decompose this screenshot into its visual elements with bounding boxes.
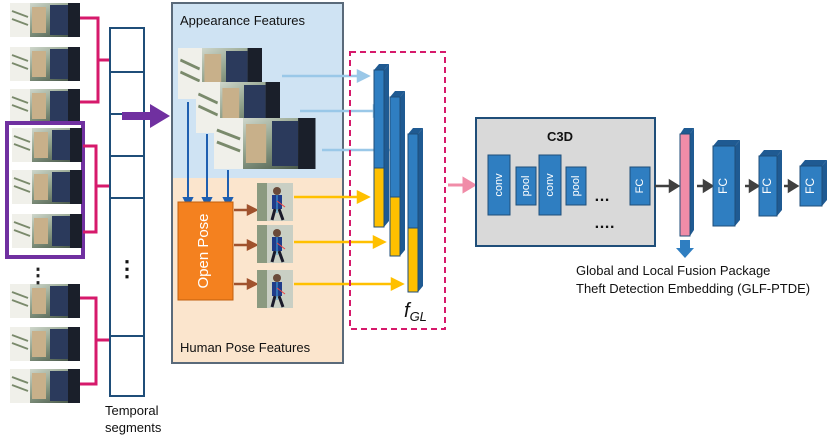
fusion-feature-vectors <box>373 64 423 293</box>
video-frame-1 <box>9 2 81 38</box>
fc-layers: FC FC FC <box>712 140 827 227</box>
c3d-title: C3D <box>547 129 573 144</box>
fc-layer-2: FC <box>760 178 774 194</box>
embedding-down-arrow <box>676 240 694 258</box>
c3d-layer-ellipsis: … <box>594 188 610 205</box>
temporal-segments-caption-line1: Temporal <box>105 403 159 418</box>
c3d-fc: FC <box>634 179 646 194</box>
fc-arrows <box>697 178 800 194</box>
video-frame-6 <box>11 213 83 249</box>
pose-to-fusion-arrows <box>294 189 405 292</box>
glf-ptde-caption-line1: Global and Local Fusion Package <box>576 263 771 278</box>
fusion-package-box <box>349 51 446 330</box>
c3d-conv-2: conv <box>544 173 556 197</box>
frames-ellipsis: ⋮ <box>28 265 48 287</box>
pose-thumbnail-3 <box>255 268 295 310</box>
video-frame-2 <box>9 46 81 82</box>
bracket-connectors <box>80 16 110 386</box>
c3d-conv-1: conv <box>493 173 505 197</box>
c3d-layers: conv pool conv pool FC <box>487 154 651 216</box>
pose-thumbnail-1 <box>255 181 295 223</box>
open-pose-block <box>177 201 234 301</box>
fc-layer-3: FC <box>803 178 817 194</box>
video-frame-8 <box>9 326 81 362</box>
embedding-vector <box>679 128 694 237</box>
fusion-to-c3d-arrow <box>448 176 477 194</box>
human-pose-features-title: Human Pose Features <box>180 340 311 355</box>
c3d-pool-1: pool <box>520 176 532 197</box>
selected-segment-box <box>5 121 85 259</box>
open-pose-label: Open Pose <box>195 213 212 288</box>
video-frame-4 <box>11 127 83 163</box>
appearance-features-title: Appearance Features <box>180 13 306 28</box>
fc-layer-1: FC <box>716 178 730 194</box>
pose-thumbnail-2 <box>255 223 295 265</box>
glf-ptde-caption-line2: Theft Detection Embedding (GLF-PTDE) <box>576 281 811 296</box>
input-frames <box>5 2 85 404</box>
video-frame-9 <box>9 368 81 404</box>
temporal-segments-column <box>109 27 145 397</box>
video-frame-3 <box>9 88 81 124</box>
segments-ellipsis: ⋮ <box>116 256 138 281</box>
c3d-pool-2: pool <box>570 176 582 197</box>
segment-arrow <box>122 104 170 128</box>
glf-ptde-caption: Global and Local Fusion Package Theft De… <box>576 262 810 298</box>
c3d-ellipsis-below: …. <box>594 215 614 232</box>
fusion-symbol: fGL <box>404 300 427 324</box>
video-frame-5 <box>11 169 83 205</box>
c3d-output-arrow <box>655 178 681 194</box>
temporal-segments-caption: Temporal segments <box>105 402 161 436</box>
openpose-output-arrows <box>234 203 259 291</box>
temporal-segments-caption-line2: segments <box>105 420 162 435</box>
video-frame-7 <box>9 283 81 319</box>
features-panel-border <box>171 2 344 364</box>
